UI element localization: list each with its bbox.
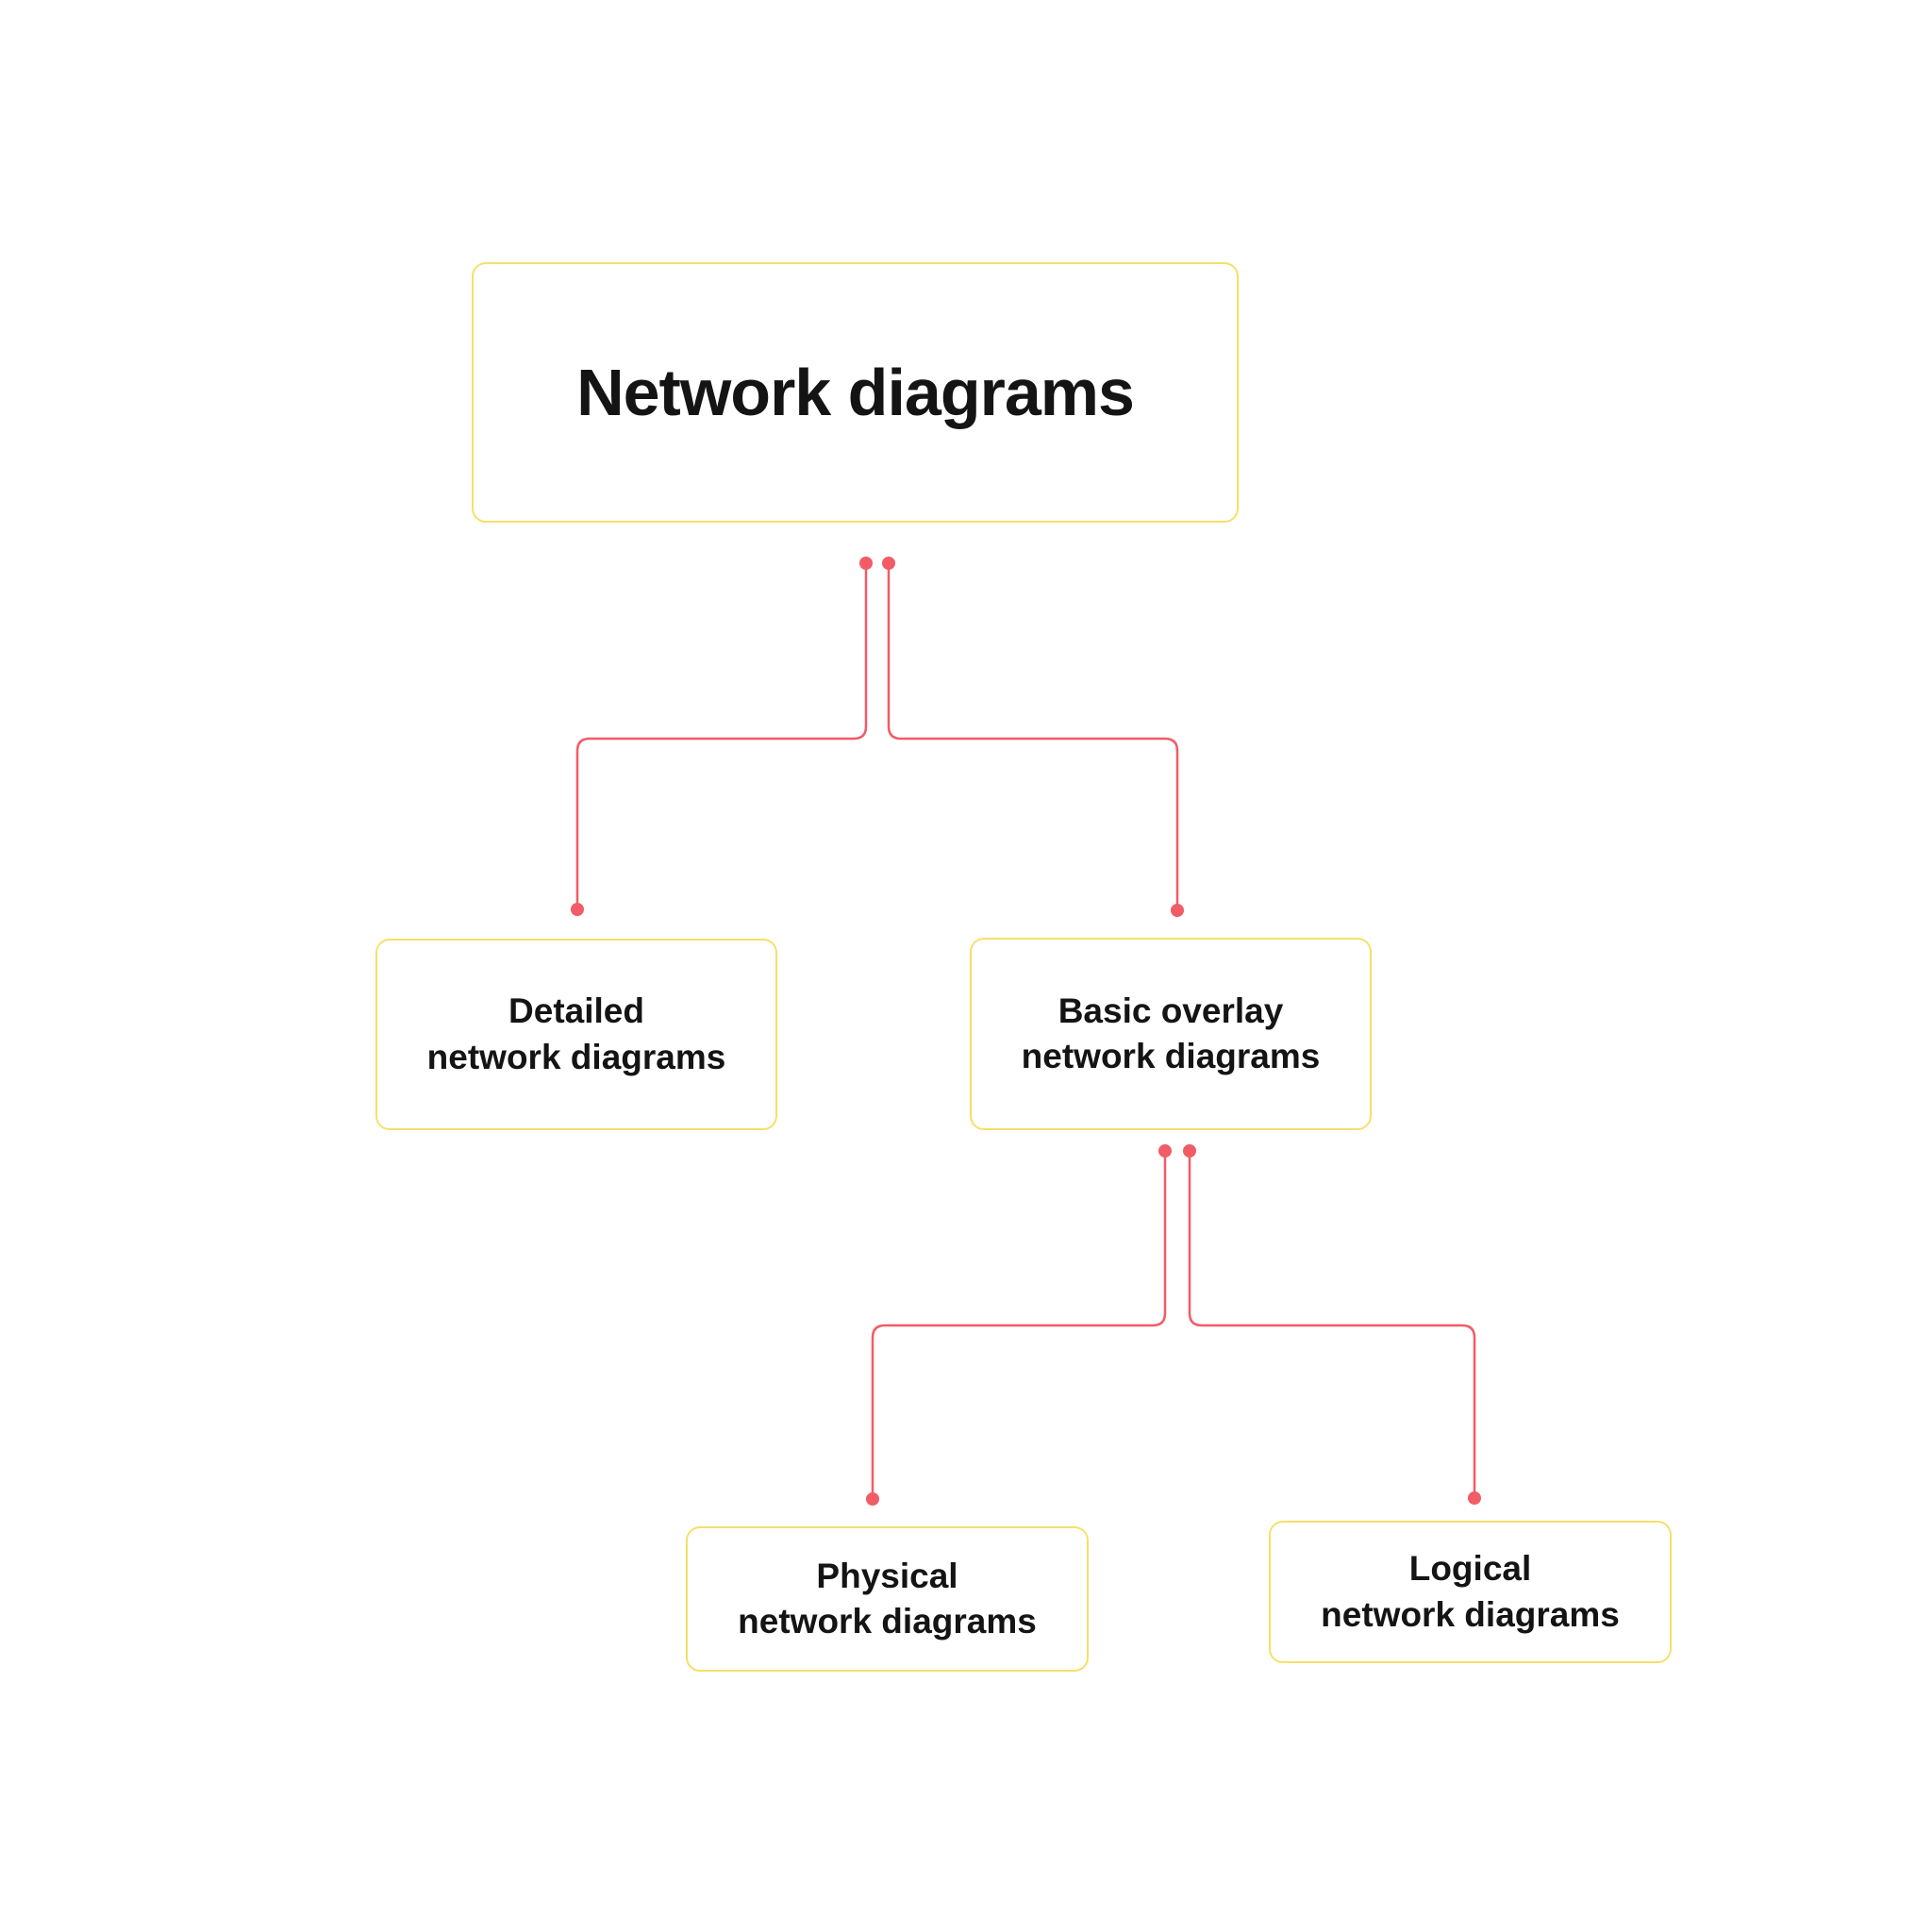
edge-root-detailed — [575, 566, 868, 906]
edge-basic-overlay-physical-start-dot — [1158, 1144, 1172, 1158]
node-logical-network-diagrams[interactable]: Logical network diagrams — [1269, 1521, 1672, 1663]
edge-basic-overlay-physical-end-dot — [866, 1492, 879, 1506]
edge-basic-overlay-logical-start-dot — [1183, 1144, 1196, 1158]
node-network-diagrams[interactable]: Network diagrams — [472, 262, 1239, 523]
node-basic-overlay-network-diagrams[interactable]: Basic overlay network diagrams — [970, 938, 1372, 1130]
label-line-1: Basic overlay — [1058, 991, 1284, 1030]
edge-root-detailed-start-dot — [859, 557, 873, 570]
label-line-1: Physical — [816, 1556, 958, 1595]
node-physical-network-diagrams[interactable]: Physical network diagrams — [686, 1526, 1089, 1672]
node-logical-network-diagrams-label: Logical network diagrams — [1321, 1546, 1620, 1637]
edge-root-basic-overlay — [887, 566, 1179, 907]
node-basic-overlay-network-diagrams-label: Basic overlay network diagrams — [1022, 989, 1321, 1079]
node-physical-network-diagrams-label: Physical network diagrams — [738, 1554, 1037, 1644]
edge-root-basic-overlay-end-dot — [1171, 904, 1184, 917]
node-network-diagrams-label: Network diagrams — [576, 355, 1135, 429]
edge-basic-overlay-physical — [871, 1154, 1167, 1495]
node-detailed-network-diagrams[interactable]: Detailed network diagrams — [375, 939, 777, 1130]
label-line-2: network diagrams — [1321, 1594, 1620, 1634]
edge-root-basic-overlay-start-dot — [882, 557, 895, 570]
label-line-2: network diagrams — [1021, 1037, 1321, 1075]
label-line-2: network diagrams — [738, 1602, 1037, 1641]
edge-basic-overlay-logical — [1188, 1154, 1476, 1494]
node-detailed-network-diagrams-label: Detailed network diagrams — [427, 989, 726, 1079]
edge-basic-overlay-logical-end-dot — [1468, 1491, 1481, 1505]
label-line-2: network diagrams — [426, 1037, 726, 1076]
label-line-1: Detailed — [508, 991, 644, 1031]
edge-root-detailed-end-dot — [571, 903, 584, 916]
label-line-1: Logical — [1408, 1549, 1532, 1589]
